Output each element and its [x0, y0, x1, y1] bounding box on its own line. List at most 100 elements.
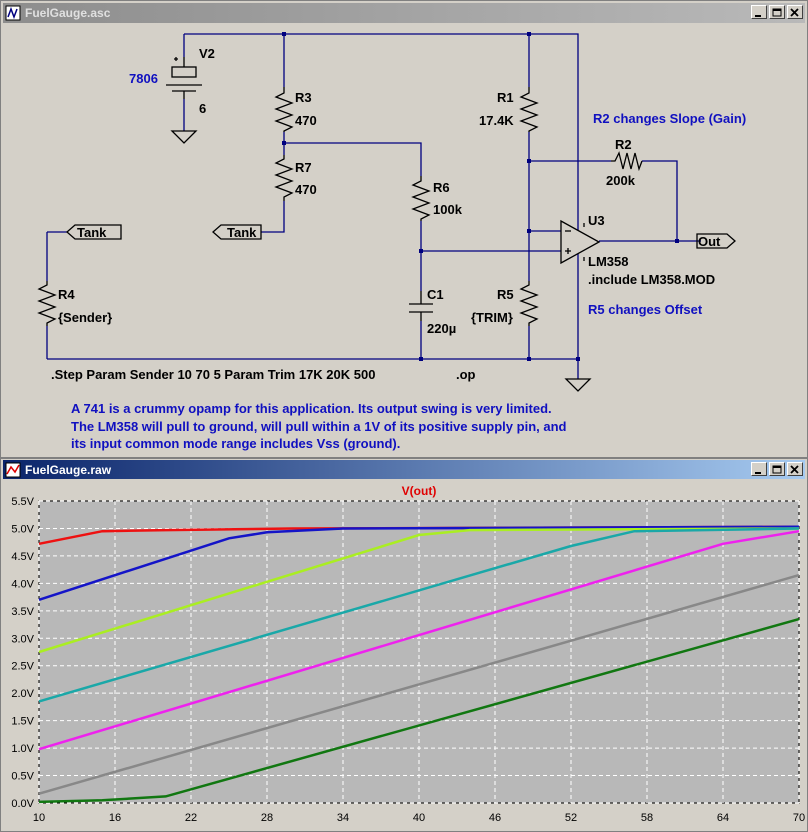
maximize-button[interactable] [769, 5, 785, 19]
r4-value: {Sender} [58, 310, 112, 325]
minimize-icon [755, 472, 761, 474]
close-button[interactable] [787, 462, 803, 476]
close-button[interactable] [787, 5, 803, 19]
maximize-icon [772, 465, 782, 474]
schematic-drawing: V2 7806 6 R3 470 R7 470 R6 100k R1 17.4K… [37, 32, 746, 451]
y-tick-label: 3.0V [11, 633, 34, 645]
axis-ticks: 0.0V 0.5V 1.0V 1.5V 2.0V 2.5V 3.0V 3.5V 4.0V 4.5V… [11, 496, 805, 824]
ground-symbol-v2 [170, 130, 198, 144]
trace-line-3[interactable] [38, 527, 800, 654]
resistor-r6-symbol[interactable] [411, 176, 431, 221]
x-tick-label: 58 [641, 812, 653, 824]
maximize-button[interactable] [769, 462, 785, 476]
net-label-tank-left[interactable] [66, 224, 122, 240]
r7-value: 470 [295, 182, 317, 197]
junction-dots [282, 32, 679, 361]
r3-value: 470 [295, 113, 317, 128]
r6-value: 100k [433, 202, 463, 217]
note-r2: R2 changes Slope (Gain) [593, 111, 746, 126]
comment-line-3: its input common mode range includes Vss… [71, 436, 400, 451]
x-tick-label: 10 [33, 812, 45, 824]
tank-label-left-text: Tank [77, 225, 107, 240]
battery-v2-symbol[interactable] [166, 57, 202, 99]
x-tick-label: 16 [109, 812, 121, 824]
u3-name: U3 [588, 213, 605, 228]
schematic-window: FuelGauge.asc [0, 0, 808, 458]
x-tick-label: 22 [185, 812, 197, 824]
maximize-icon [772, 8, 782, 17]
trace-layer [38, 525, 800, 804]
x-tick-label: 70 [793, 812, 805, 824]
resistor-r3-symbol[interactable] [274, 87, 294, 132]
close-icon [790, 465, 799, 474]
op-directive: .op [456, 367, 476, 382]
x-tick-label: 64 [717, 812, 729, 824]
trace-line-5[interactable] [38, 529, 800, 751]
r4-name: R4 [58, 287, 75, 302]
v2-name: V2 [199, 46, 215, 61]
y-tick-label: 1.5V [11, 716, 34, 728]
plot-area[interactable]: 0.0V 0.5V 1.0V 1.5V 2.0V 2.5V 3.0V 3.5V 4.0V 4.5V… [1, 481, 807, 831]
y-tick-label: 3.5V [11, 606, 34, 618]
ltspice-waveform-icon [5, 462, 21, 477]
y-tick-label: 4.5V [11, 551, 34, 563]
tank-label-mid-text: Tank [227, 225, 257, 240]
x-tick-label: 46 [489, 812, 501, 824]
minimize-icon [755, 15, 761, 17]
r5-name: R5 [497, 287, 514, 302]
c1-value: 220µ [427, 321, 456, 336]
step-directive: .Step Param Sender 10 70 5 Param Trim 17… [51, 367, 375, 382]
y-tick-label: 0.0V [11, 798, 34, 810]
minimize-button[interactable] [751, 462, 767, 476]
r3-name: R3 [295, 90, 312, 105]
resistor-r4-symbol[interactable] [37, 281, 57, 326]
r5-value: {TRIM} [471, 310, 513, 325]
trace-line-6[interactable] [38, 573, 800, 795]
v2-value: 6 [199, 101, 206, 116]
x-tick-label: 40 [413, 812, 425, 824]
y-tick-label: 4.0V [11, 578, 34, 590]
x-tick-label: 34 [337, 812, 349, 824]
y-tick-label: 0.5V [11, 771, 34, 783]
y-tick-label: 5.5V [11, 496, 34, 508]
y-tick-label: 1.0V [11, 743, 34, 755]
r2-value: 200k [606, 173, 636, 188]
waveform-window: FuelGauge.raw 0.0V 0.5V 1.0V 1.5V 2.0V 2.5V 3.… [0, 458, 808, 832]
waveform-title: FuelGauge.raw [25, 462, 112, 477]
resistor-r7-symbol[interactable] [274, 155, 294, 201]
capacitor-c1-symbol[interactable] [409, 291, 433, 321]
waveform-titlebar[interactable]: FuelGauge.raw [3, 460, 805, 479]
y-tick-label: 2.0V [11, 688, 34, 700]
trace-line-2[interactable] [38, 525, 800, 601]
schematic-titlebar[interactable]: FuelGauge.asc [3, 3, 805, 23]
y-tick-label: 2.5V [11, 661, 34, 673]
u3-model: LM358 [588, 254, 628, 269]
out-label-text: Out [698, 234, 721, 249]
trace-line-4[interactable] [38, 527, 800, 703]
comment-line-2: The LM358 will pull to ground, will pull… [71, 419, 567, 434]
r2-name: R2 [615, 137, 632, 152]
schematic-canvas[interactable]: V2 7806 6 R3 470 R7 470 R6 100k R1 17.4K… [5, 25, 803, 455]
r6-name: R6 [433, 180, 450, 195]
schematic-title: FuelGauge.asc [25, 6, 111, 20]
c1-name: C1 [427, 287, 444, 302]
trace-line-7[interactable] [38, 617, 800, 804]
plot-svg: 0.0V 0.5V 1.0V 1.5V 2.0V 2.5V 3.0V 3.5V 4.0V 4.5V… [11, 484, 805, 824]
ground-symbol-main [564, 378, 592, 392]
comment-line-1: A 741 is a crummy opamp for this applica… [71, 401, 552, 416]
resistor-r5-symbol[interactable] [519, 281, 539, 326]
include-directive: .include LM358.MOD [588, 272, 715, 287]
note-r5: R5 changes Offset [588, 302, 703, 317]
resistor-r2-symbol[interactable] [611, 151, 643, 172]
resistor-r1-symbol[interactable] [519, 87, 539, 132]
net-label-tank-mid[interactable] [212, 224, 262, 240]
components [37, 57, 736, 392]
minimize-button[interactable] [751, 5, 767, 19]
y-tick-label: 5.0V [11, 523, 34, 535]
trace-label-vout[interactable]: V(out) [402, 484, 437, 498]
close-icon [790, 8, 799, 17]
x-tick-label: 52 [565, 812, 577, 824]
opamp-u3-symbol[interactable] [560, 219, 601, 265]
net-label-out[interactable] [696, 233, 736, 249]
x-tick-label: 28 [261, 812, 273, 824]
